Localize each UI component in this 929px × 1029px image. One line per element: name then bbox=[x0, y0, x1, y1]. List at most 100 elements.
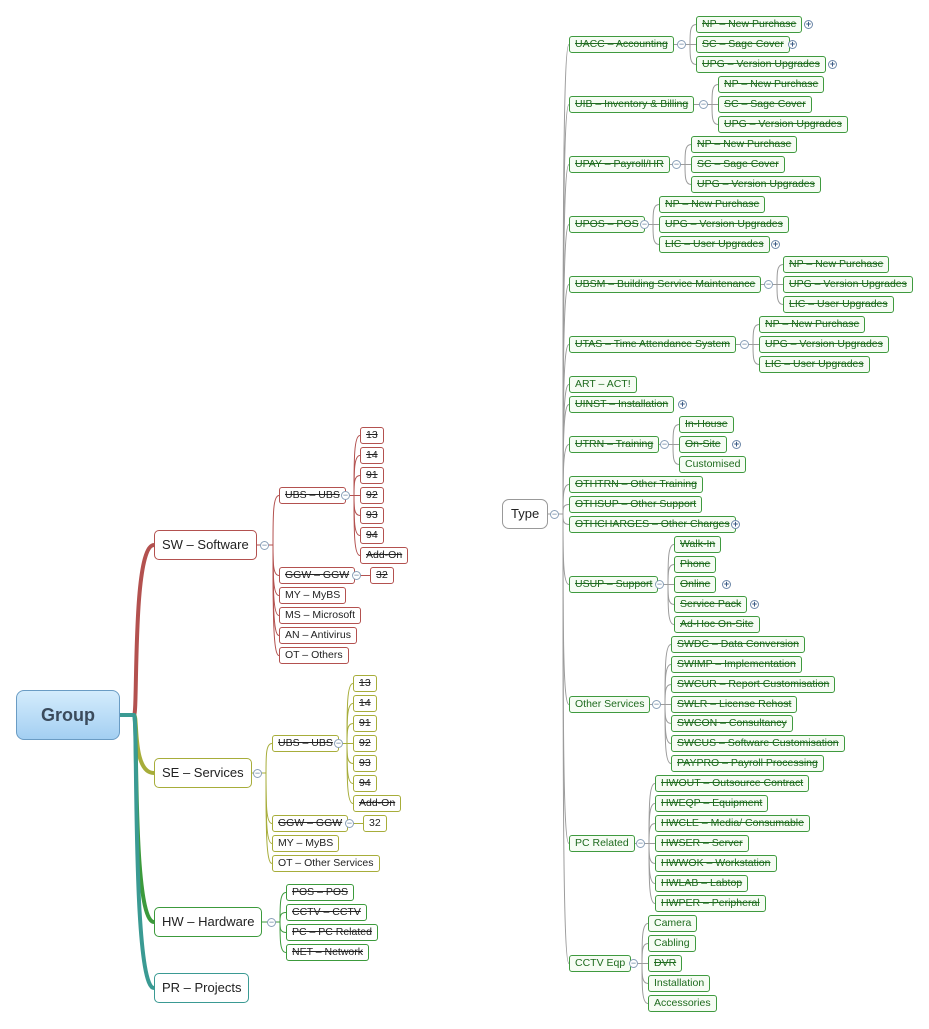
expand-plus-icon[interactable]: + bbox=[750, 599, 759, 609]
topic-uacc[interactable]: UACC – Accounting bbox=[569, 36, 674, 53]
expand-plus-icon[interactable]: + bbox=[678, 399, 687, 409]
topic-othtrn[interactable]: OTHTRN – Other Training bbox=[569, 476, 703, 493]
topic-swimp[interactable]: SWIMP – Implementation bbox=[671, 656, 802, 673]
topic-usup-phone[interactable]: Phone bbox=[674, 556, 717, 573]
topic-hwser[interactable]: HWSER – Server bbox=[655, 835, 749, 852]
topic-ubsm[interactable]: UBSM – Building Service Maintenance bbox=[569, 276, 762, 293]
collapse-minus-icon[interactable]: − bbox=[640, 219, 649, 229]
topic-uacc-sc[interactable]: SC – Sage Cover bbox=[696, 36, 790, 53]
topic-utrn-onsite[interactable]: On-Site bbox=[679, 436, 727, 453]
topic-hwlab[interactable]: HWLAB – Labtop bbox=[655, 875, 749, 892]
topic-utas-lic[interactable]: LIC – User Upgrades bbox=[759, 356, 870, 373]
collapse-minus-icon[interactable]: − bbox=[345, 818, 354, 828]
topic-sw-ubs-94[interactable]: 94 bbox=[360, 527, 384, 544]
collapse-minus-icon[interactable]: − bbox=[629, 958, 638, 968]
topic-upos-np[interactable]: NP – New Purchase bbox=[659, 196, 766, 213]
root-topic[interactable]: Group bbox=[16, 690, 120, 740]
topic-se-ubs-13[interactable]: 13 bbox=[353, 675, 377, 692]
topic-se-ubs-14[interactable]: 14 bbox=[353, 695, 377, 712]
topic-hw-pc[interactable]: PC – PC Related bbox=[286, 924, 378, 941]
collapse-minus-icon[interactable]: − bbox=[267, 917, 276, 927]
collapse-minus-icon[interactable]: − bbox=[672, 159, 681, 169]
topic-ubsm-lic[interactable]: LIC – User Upgrades bbox=[783, 296, 894, 313]
collapse-minus-icon[interactable]: − bbox=[652, 699, 661, 709]
topic-hwwok[interactable]: HWWOK – Workstation bbox=[655, 855, 777, 872]
topic-swcus[interactable]: SWCUS – Software Customisation bbox=[671, 735, 845, 752]
collapse-minus-icon[interactable]: − bbox=[764, 279, 773, 289]
topic-cctv-eqp[interactable]: CCTV Eqp bbox=[569, 955, 632, 972]
topic-projects[interactable]: PR – Projects bbox=[154, 973, 250, 1003]
topic-sw-ggw[interactable]: GGW – GGW bbox=[279, 567, 356, 584]
topic-usup-online[interactable]: Online bbox=[674, 576, 717, 593]
topic-se-ubs[interactable]: UBS – UBS bbox=[272, 735, 339, 752]
collapse-minus-icon[interactable]: − bbox=[260, 540, 269, 550]
topic-uib-np[interactable]: NP – New Purchase bbox=[718, 76, 825, 93]
expand-plus-icon[interactable]: + bbox=[771, 239, 780, 249]
collapse-minus-icon[interactable]: − bbox=[341, 490, 350, 500]
expand-plus-icon[interactable]: + bbox=[804, 19, 813, 29]
topic-usup-walkin[interactable]: Walk-In bbox=[674, 536, 722, 553]
topic-uib-upg[interactable]: UPG – Version Upgrades bbox=[718, 116, 848, 133]
topic-upay-upg[interactable]: UPG – Version Upgrades bbox=[691, 176, 821, 193]
topic-type[interactable]: Type bbox=[502, 499, 549, 529]
topic-sw-ubs-91[interactable]: 91 bbox=[360, 467, 384, 484]
collapse-minus-icon[interactable]: − bbox=[677, 39, 686, 49]
topic-uacc-np[interactable]: NP – New Purchase bbox=[696, 16, 803, 33]
topic-swdc[interactable]: SWDC – Data Conversion bbox=[671, 636, 805, 653]
topic-usup[interactable]: USUP – Support bbox=[569, 576, 659, 593]
topic-hwout[interactable]: HWOUT – Outsource Contract bbox=[655, 775, 810, 792]
topic-uib[interactable]: UIB – Inventory & Billing bbox=[569, 96, 695, 113]
topic-upay-sc[interactable]: SC – Sage Cover bbox=[691, 156, 785, 173]
topic-se-ubs-addon[interactable]: Add-On bbox=[353, 795, 402, 812]
collapse-minus-icon[interactable]: − bbox=[660, 439, 669, 449]
topic-utas-np[interactable]: NP – New Purchase bbox=[759, 316, 866, 333]
topic-se-ubs-91[interactable]: 91 bbox=[353, 715, 377, 732]
topic-utas-upg[interactable]: UPG – Version Upgrades bbox=[759, 336, 889, 353]
topic-sw-ubs-93[interactable]: 93 bbox=[360, 507, 384, 524]
expand-plus-icon[interactable]: + bbox=[732, 439, 741, 449]
topic-hwcle[interactable]: HWCLE – Media/ Consumable bbox=[655, 815, 810, 832]
topic-cctv-accessories[interactable]: Accessories bbox=[648, 995, 717, 1012]
topic-othsup[interactable]: OTHSUP – Other Support bbox=[569, 496, 703, 513]
topic-hw-network[interactable]: NET – Network bbox=[286, 944, 369, 961]
topic-hweqp[interactable]: HWEQP – Equipment bbox=[655, 795, 769, 812]
expand-plus-icon[interactable]: + bbox=[788, 39, 797, 49]
collapse-minus-icon[interactable]: − bbox=[636, 838, 645, 848]
topic-utrn[interactable]: UTRN – Training bbox=[569, 436, 660, 453]
topic-sw-ggw-32[interactable]: 32 bbox=[370, 567, 394, 584]
topic-sw-microsoft[interactable]: MS – Microsoft bbox=[279, 607, 362, 624]
topic-se-mybs[interactable]: MY – MyBS bbox=[272, 835, 340, 852]
topic-sw-antivirus[interactable]: AN – Antivirus bbox=[279, 627, 357, 644]
expand-plus-icon[interactable]: + bbox=[722, 579, 731, 589]
topic-utas[interactable]: UTAS – Time Attendance System bbox=[569, 336, 737, 353]
topic-cctv-cabling[interactable]: Cabling bbox=[648, 935, 696, 952]
topic-cctv-dvr[interactable]: DVR bbox=[648, 955, 683, 972]
topic-utrn-inhouse[interactable]: In-House bbox=[679, 416, 734, 433]
topic-se-ubs-93[interactable]: 93 bbox=[353, 755, 377, 772]
collapse-minus-icon[interactable]: − bbox=[655, 579, 664, 589]
topic-hw-cctv[interactable]: CCTV – CCTV bbox=[286, 904, 367, 921]
topic-services[interactable]: SE – Services bbox=[154, 758, 252, 788]
topic-usup-adhoc[interactable]: Ad-Hoc On-Site bbox=[674, 616, 760, 633]
collapse-minus-icon[interactable]: − bbox=[699, 99, 708, 109]
topic-ubsm-np[interactable]: NP – New Purchase bbox=[783, 256, 890, 273]
topic-hardware[interactable]: HW – Hardware bbox=[154, 907, 263, 937]
topic-upay-np[interactable]: NP – New Purchase bbox=[691, 136, 798, 153]
topic-software[interactable]: SW – Software bbox=[154, 530, 257, 560]
topic-sw-mybs[interactable]: MY – MyBS bbox=[279, 587, 347, 604]
topic-se-ubs-94[interactable]: 94 bbox=[353, 775, 377, 792]
expand-plus-icon[interactable]: + bbox=[731, 519, 740, 529]
topic-cctv-installation[interactable]: Installation bbox=[648, 975, 711, 992]
topic-ubsm-upg[interactable]: UPG – Version Upgrades bbox=[783, 276, 913, 293]
topic-upos-upg[interactable]: UPG – Version Upgrades bbox=[659, 216, 789, 233]
topic-upos-lic[interactable]: LIC – User Upgrades bbox=[659, 236, 770, 253]
topic-sw-ubs-addon[interactable]: Add-On bbox=[360, 547, 409, 564]
topic-usup-servicepack[interactable]: Service Pack bbox=[674, 596, 748, 613]
topic-upay[interactable]: UPAY – Payroll/HR bbox=[569, 156, 670, 173]
topic-se-ggw[interactable]: GGW – GGW bbox=[272, 815, 349, 832]
topic-se-ggw-32[interactable]: 32 bbox=[363, 815, 387, 832]
topic-uacc-upg[interactable]: UPG – Version Upgrades bbox=[696, 56, 826, 73]
topic-othcharges[interactable]: OTHCHARGES – Other Charges bbox=[569, 516, 736, 533]
topic-swcur[interactable]: SWCUR – Report Customisation bbox=[671, 676, 836, 693]
topic-paypro[interactable]: PAYPRO – Payroll Processing bbox=[671, 755, 824, 772]
